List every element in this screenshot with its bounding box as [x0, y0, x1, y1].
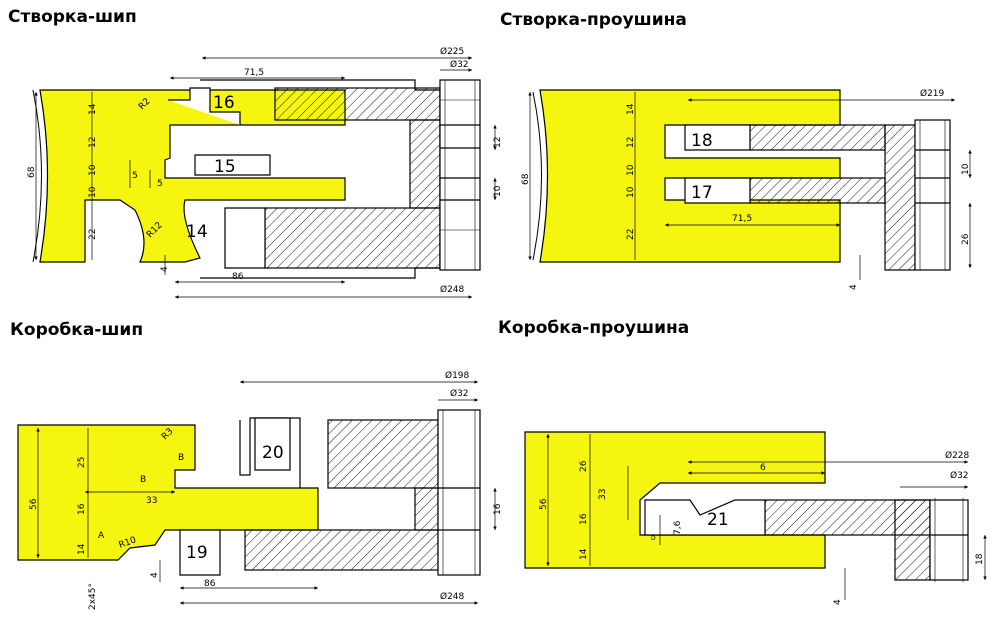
tl-knife-15: 15 [214, 157, 236, 177]
tl-s5a: 5 [132, 171, 138, 181]
tl-d225: Ø225 [440, 46, 464, 57]
tl-d32: Ø32 [450, 59, 469, 70]
tr-v12: 12 [626, 137, 636, 148]
tl-h68: 68 [27, 166, 37, 178]
br-knife-21: 21 [707, 510, 729, 530]
tl-dimensions [34, 56, 497, 299]
tr-labels: Ø219 71,5 68 14 12 10 10 22 10 26 4 18 1… [521, 88, 971, 290]
tl-s5b: 5 [157, 179, 163, 189]
tl-v10: 10 [88, 164, 98, 176]
bl-rv16: 16 [493, 503, 503, 515]
bl-b1: B [140, 475, 146, 485]
panel-korobka-ship [17, 409, 481, 576]
br-d32: Ø32 [950, 470, 969, 481]
bl-v14: 14 [77, 543, 87, 555]
tl-l86: 86 [232, 272, 244, 282]
bl-a: A [98, 531, 105, 541]
tr-v10b: 10 [626, 186, 636, 198]
br-small: D [651, 535, 656, 542]
bl-knife-20: 20 [262, 443, 284, 463]
tl-rv12: 12 [493, 137, 503, 148]
tr-h68: 68 [521, 173, 531, 185]
title-stvorka-ship: Створка-шип [8, 7, 137, 27]
br-v14: 14 [579, 548, 589, 560]
tl-rv10: 10 [493, 185, 503, 197]
br-v4: 4 [833, 599, 843, 605]
bl-d198: Ø198 [445, 370, 470, 381]
tr-v14: 14 [626, 103, 636, 115]
bl-h56: 56 [29, 498, 39, 510]
bl-labels: Ø198 Ø32 33 86 Ø248 56 25 16 14 16 4 B B… [29, 370, 503, 610]
tr-v22: 22 [626, 229, 636, 240]
title-korobka-proushina: Коробка-проушина [498, 318, 690, 338]
bl-l33: 33 [146, 496, 157, 506]
title-stvorka-proushina: Створка-проушина [500, 10, 687, 30]
br-labels: Ø228 Ø32 6 56 26 33 16 14 7,6 D 18 4 21 [539, 450, 985, 605]
tr-knife-17: 17 [691, 183, 713, 203]
br-v16: 16 [579, 513, 589, 525]
tl-knife-16: 16 [213, 93, 235, 113]
wood-workpiece [39, 89, 346, 263]
tr-l715: 71,5 [732, 214, 752, 224]
bl-d248: Ø248 [440, 591, 465, 602]
tr-v4: 4 [849, 284, 859, 290]
tl-d248: Ø248 [440, 284, 465, 295]
br-v26: 26 [579, 460, 589, 472]
bl-v25: 25 [77, 457, 87, 468]
br-l6: 6 [760, 463, 766, 473]
tl-v14: 14 [88, 103, 98, 115]
panel-stvorka-proushina [532, 89, 951, 271]
tl-v10b: 10 [88, 186, 98, 198]
br-dimensions [546, 434, 987, 600]
tr-d219: Ø219 [920, 88, 945, 99]
panel-stvorka-ship [32, 79, 481, 279]
bl-l86: 86 [204, 579, 216, 589]
tr-rv10: 10 [961, 163, 971, 175]
wood-workpiece [524, 431, 826, 569]
br-h56: 56 [539, 498, 549, 510]
tr-dimensions [528, 92, 972, 280]
tl-v22: 22 [88, 229, 98, 240]
tl-v12: 12 [88, 137, 98, 148]
tl-knife-14: 14 [186, 222, 208, 242]
tr-knife-18: 18 [691, 131, 713, 151]
bl-v16: 16 [77, 503, 87, 515]
tr-rv26: 26 [961, 233, 971, 245]
tl-l715: 71,5 [244, 68, 264, 78]
br-v33: 33 [598, 489, 608, 500]
tr-v10: 10 [626, 164, 636, 176]
bl-chamfer: 2x45° [88, 583, 98, 610]
br-d228: Ø228 [945, 450, 970, 461]
wood-workpiece [539, 89, 841, 263]
panel-korobka-proushina [524, 431, 969, 582]
bl-b2: B [178, 453, 184, 463]
br-rv18: 18 [975, 553, 985, 565]
br-v76: 7,6 [673, 520, 683, 535]
bl-dimensions [36, 380, 497, 605]
tl-v4: 4 [160, 266, 170, 272]
bl-d32: Ø32 [450, 388, 469, 399]
title-korobka-ship: Коробка-шип [10, 320, 144, 340]
bl-v4: 4 [150, 572, 160, 578]
bl-knife-19: 19 [186, 543, 208, 563]
